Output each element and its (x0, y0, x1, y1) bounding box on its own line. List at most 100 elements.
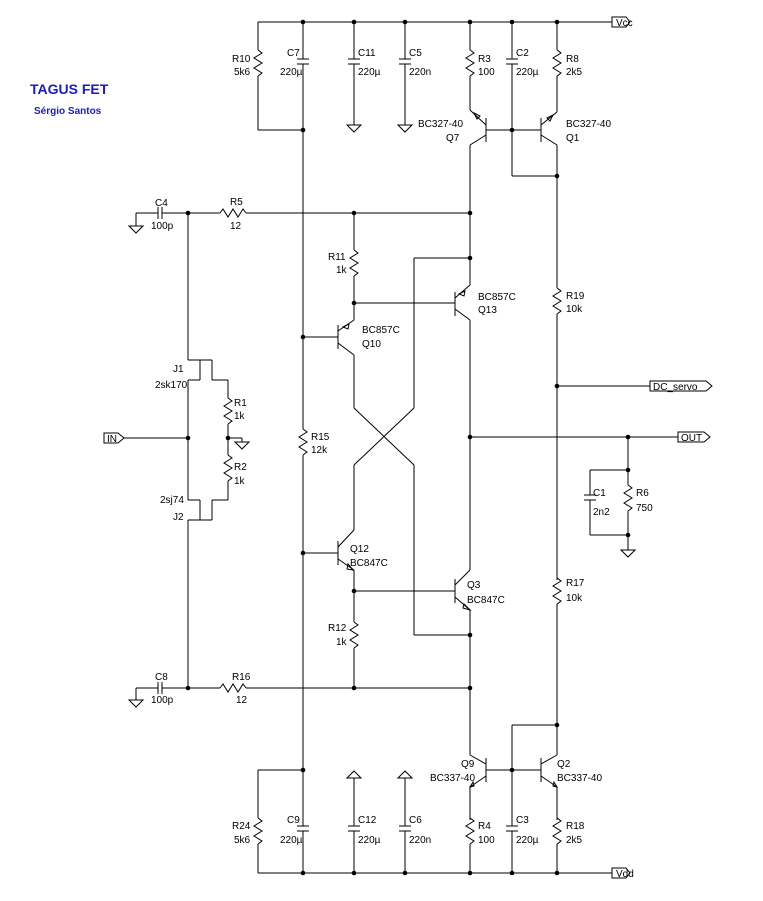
resistor-r18: R18 2k5 (552, 817, 585, 873)
j2-ref: J2 (173, 512, 184, 523)
q13-ref: Q13 (478, 305, 497, 316)
c9-ref: C9 (287, 815, 300, 826)
c1-value: 2n2 (593, 507, 610, 518)
q12-ref: Q12 (350, 544, 369, 555)
resistor-r24: R24 5k6 (232, 769, 303, 873)
input-port: IN (103, 432, 188, 445)
r24-ref: R24 (232, 821, 251, 832)
c6-value: 220n (409, 835, 431, 846)
capacitor-c4: C4 100p (127, 198, 188, 234)
r1-value: 1k (234, 411, 246, 422)
c8-value: 100p (151, 695, 174, 706)
capacitor-c1: C1 2n2 (584, 437, 629, 536)
r17-ref: R17 (566, 578, 585, 589)
c2-value: 220µ (516, 67, 539, 78)
q2-ref: Q2 (557, 759, 571, 770)
resistor-r6: R6 750 (619, 470, 653, 558)
c6-ref: C6 (409, 815, 422, 826)
port-in-label: IN (107, 434, 117, 445)
r12-value: 1k (336, 637, 348, 648)
capacitor-c7: C7 220µ (280, 22, 309, 130)
resistor-r19: R19 10k (552, 285, 585, 580)
capacitor-c6: C6 220n (396, 770, 431, 873)
jfet-j2: 2sj74 J2 (160, 438, 228, 688)
vcc-rail: Vcc (258, 16, 633, 29)
q1-ref: Q1 (566, 133, 580, 144)
resistor-r16: R16 12 (188, 672, 470, 706)
q13-value: BC857C (478, 292, 516, 303)
r10-value: 5k6 (234, 67, 251, 78)
capacitor-c8: C8 100p (127, 672, 188, 708)
r8-ref: R8 (566, 54, 579, 65)
transistor-q12: Q12 BC847C (303, 529, 388, 571)
c3-value: 220µ (516, 835, 539, 846)
c5-ref: C5 (409, 48, 422, 59)
vdd-rail: Vdd (258, 867, 634, 880)
r16-ref: R16 (232, 672, 251, 683)
capacitor-c2: C2 220µ (506, 22, 539, 176)
r8-value: 2k5 (566, 67, 583, 78)
capacitor-c5: C5 220n (396, 22, 431, 133)
r6-value: 750 (636, 503, 653, 514)
c2-ref: C2 (516, 48, 529, 59)
resistor-r10: R10 5k6 (232, 22, 303, 131)
q7-value: BC327-40 (418, 119, 463, 130)
r3-value: 100 (478, 67, 495, 78)
c1-ref: C1 (593, 488, 606, 499)
r19-value: 10k (566, 304, 583, 315)
c11-ref: C11 (358, 48, 376, 59)
transistor-q9: Q9 BC337-40 (430, 688, 512, 820)
r5-ref: R5 (230, 197, 243, 208)
r11-ref: R11 (328, 252, 346, 263)
resistor-r12: R12 1k (328, 570, 359, 688)
resistor-r2: R2 1k (223, 438, 247, 500)
c7-ref: C7 (287, 48, 300, 59)
c9-value: 220µ (280, 835, 303, 846)
q2-value: BC337-40 (557, 773, 602, 784)
r5-value: 12 (230, 221, 242, 232)
capacitor-c12: C12 220µ (345, 770, 381, 873)
port-vdd-label: Vdd (616, 869, 634, 880)
resistor-r17: R17 10k (552, 577, 585, 755)
r12-ref: R12 (328, 623, 347, 634)
resistor-r11: R11 1k (328, 213, 359, 320)
c5-value: 220n (409, 67, 431, 78)
transistor-q2: Q2 BC337-40 (512, 724, 602, 820)
port-out-label: OUT (681, 433, 702, 444)
resistor-r1: R1 1k (223, 380, 247, 438)
c8-ref: C8 (155, 672, 168, 683)
r4-value: 100 (478, 835, 495, 846)
schematic-title: TAGUS FET (30, 81, 109, 97)
r19-ref: R19 (566, 291, 585, 302)
transistor-q10: BC857C Q10 (303, 319, 400, 356)
c11-value: 220µ (358, 67, 381, 78)
r24-value: 5k6 (234, 835, 251, 846)
c4-ref: C4 (155, 198, 168, 209)
r18-value: 2k5 (566, 835, 583, 846)
q7-ref: Q7 (446, 133, 460, 144)
c7-value: 220µ (280, 67, 303, 78)
r2-value: 1k (234, 476, 246, 487)
r17-value: 10k (566, 593, 583, 604)
r15-value: 12k (311, 445, 328, 456)
transistor-q1: BC327-40 Q1 (512, 111, 611, 285)
r15-ref: R15 (311, 432, 330, 443)
c4-value: 100p (151, 221, 174, 232)
r6-ref: R6 (636, 488, 649, 499)
resistor-r8: R8 2k5 (552, 22, 583, 112)
r10-ref: R10 (232, 54, 251, 65)
c12-value: 220µ (358, 835, 381, 846)
output-port: OUT (470, 431, 711, 444)
dc-servo-port: DC_servo (557, 380, 713, 393)
q3-value: BC847C (467, 595, 505, 606)
junction-dots (185, 19, 631, 876)
ground-r1-r2 (228, 437, 251, 450)
c3-ref: C3 (516, 815, 529, 826)
schematic-author: Sérgio Santos (34, 106, 102, 117)
port-vcc-label: Vcc (616, 18, 633, 29)
r18-ref: R18 (566, 821, 585, 832)
port-dc-servo-label: DC_servo (653, 382, 698, 393)
r1-ref: R1 (234, 398, 247, 409)
